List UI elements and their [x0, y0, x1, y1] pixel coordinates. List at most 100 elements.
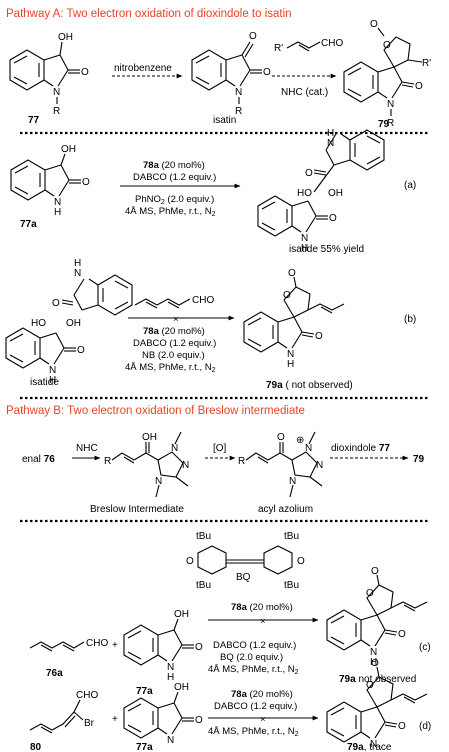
label-76a: 76a — [46, 668, 63, 679]
svg-text:HO: HO — [31, 318, 46, 329]
svg-text:O: O — [288, 268, 296, 279]
nitrobenzene-label: nitrobenzene — [114, 63, 172, 74]
svg-text:N: N — [167, 662, 174, 673]
svg-text:PhNO2 (2.0 equiv.): PhNO2 (2.0 equiv.) — [135, 194, 214, 206]
svg-text:O: O — [81, 67, 89, 78]
conditions-c: 78a (20 mol%) DABCO (1.2 equiv.) BQ (2.0… — [208, 602, 299, 676]
enal-76-label: enal 76 — [22, 454, 55, 465]
svg-text:O: O — [398, 629, 406, 640]
svg-text:O: O — [305, 168, 313, 179]
label-77a-c: 77a — [136, 686, 153, 697]
dioxindole-77-label: dioxindole 77 — [331, 443, 390, 454]
svg-text:O: O — [371, 566, 379, 577]
svg-text:O: O — [315, 331, 323, 342]
svg-text:O: O — [297, 556, 305, 567]
svg-text:O: O — [370, 19, 378, 30]
svg-text:DABCO (1.2 equiv.): DABCO (1.2 equiv.) — [213, 640, 296, 651]
svg-text:OH: OH — [66, 318, 81, 329]
svg-text:N: N — [316, 460, 323, 471]
acyl-azolium-label: acyl azolium — [258, 504, 313, 515]
svg-text:O: O — [366, 588, 374, 599]
compound-isatin: O O N R — [191, 31, 271, 117]
svg-text:NB (2.0 equiv.): NB (2.0 equiv.) — [142, 350, 205, 361]
svg-text:tBu: tBu — [196, 531, 211, 542]
conditions-a: 78a (20 mol%) DABCO (1.2 equiv.) PhNO2 (… — [125, 160, 216, 218]
svg-text:4Å MS, PhMe, r.t., N2: 4Å MS, PhMe, r.t., N2 — [208, 726, 299, 738]
tag-d: (d) — [419, 721, 431, 732]
compound-77a-d: OH O N — [123, 682, 203, 746]
svg-text:tBu: tBu — [284, 531, 299, 542]
svg-text:4Å MS, PhMe, r.t., N2: 4Å MS, PhMe, r.t., N2 — [208, 664, 299, 676]
svg-text:R: R — [104, 456, 111, 467]
pathway-b-heading: Pathway B: Two electron oxidation of Bre… — [6, 405, 305, 417]
svg-text:CHO: CHO — [76, 690, 98, 701]
svg-text:HO: HO — [297, 188, 312, 199]
svg-text:CHO: CHO — [192, 295, 214, 306]
svg-text:R': R' — [274, 43, 283, 54]
svg-text:OH: OH — [174, 609, 189, 620]
svg-text:R: R — [53, 106, 60, 117]
svg-text:⊕: ⊕ — [296, 435, 304, 446]
tag-a: (a) — [404, 180, 416, 191]
svg-text:N: N — [370, 647, 377, 658]
svg-text:BQ (2.0 equiv.): BQ (2.0 equiv.) — [220, 652, 283, 663]
label-77: 77 — [28, 115, 40, 126]
svg-text:O: O — [249, 31, 257, 42]
plus-c: + — [112, 640, 118, 651]
tag-c: (c) — [419, 642, 431, 653]
svg-text:N: N — [155, 476, 162, 487]
svg-text:O: O — [283, 290, 291, 301]
svg-text:DABCO (1.2 equiv.): DABCO (1.2 equiv.) — [214, 701, 297, 712]
svg-text:O: O — [366, 680, 374, 691]
svg-text:tBu: tBu — [284, 580, 299, 591]
svg-text:O: O — [263, 67, 271, 78]
label-79-pb: 79 — [413, 454, 425, 465]
svg-text:N: N — [387, 99, 394, 110]
svg-text:H: H — [54, 207, 61, 218]
svg-text:H: H — [49, 375, 56, 386]
compound-isatide-b: N H O HO OH O N H — [5, 258, 133, 386]
plus-d: + — [112, 714, 118, 725]
svg-text:N: N — [53, 87, 60, 98]
enal-r-prime: R' CHO — [274, 38, 343, 54]
label-79a-b: 79a ( not observed) — [266, 380, 353, 391]
svg-text:O: O — [52, 298, 60, 309]
compound-77: OH O N R — [9, 32, 89, 117]
svg-text:O: O — [329, 213, 337, 224]
svg-text:O: O — [383, 40, 391, 51]
svg-text:BQ: BQ — [236, 572, 251, 583]
svg-text:OH: OH — [142, 432, 157, 443]
svg-text:O: O — [82, 177, 90, 188]
breslow-label: Breslow Intermediate — [90, 504, 184, 515]
compound-isatide-a: N H O HO OH O N H — [257, 128, 385, 254]
svg-text:N: N — [370, 739, 377, 750]
cross-mark-d: × — [260, 714, 266, 725]
svg-text:H: H — [327, 128, 334, 139]
label-79a-c: 79a not observed — [339, 674, 416, 685]
svg-text:N: N — [289, 476, 296, 487]
svg-text:H: H — [167, 672, 174, 683]
svg-text:DABCO (1.2 equiv.): DABCO (1.2 equiv.) — [133, 338, 216, 349]
label-isatide-yield: isatide 55% yield — [289, 244, 364, 255]
svg-text:H: H — [287, 359, 294, 370]
svg-text:DABCO (1.2 equiv.): DABCO (1.2 equiv.) — [133, 172, 216, 183]
compound-77a-a: OH O N H — [10, 144, 90, 218]
svg-text:tBu: tBu — [196, 580, 211, 591]
cross-mark-c: × — [260, 616, 266, 627]
svg-text:N: N — [305, 443, 312, 454]
svg-text:OH: OH — [174, 682, 189, 693]
svg-text:N: N — [327, 138, 334, 149]
label-80: 80 — [30, 742, 42, 752]
svg-text:78a (20 mol%): 78a (20 mol%) — [231, 689, 293, 700]
acyl-azolium: R O N ⊕ N N — [238, 431, 323, 498]
svg-text:H: H — [370, 657, 377, 668]
conditions-b: 78a (20 mol%) DABCO (1.2 equiv.) NB (2.0… — [125, 326, 216, 374]
compound-79a-d: O O O N — [326, 658, 428, 750]
svg-text:OH: OH — [328, 188, 343, 199]
breslow-intermediate: R OH N N N — [104, 431, 189, 498]
svg-text:R: R — [238, 456, 245, 467]
svg-text:CHO: CHO — [86, 638, 108, 649]
label-isatide-b: isatide — [30, 377, 59, 388]
svg-text:N: N — [49, 365, 56, 376]
svg-text:O: O — [398, 721, 406, 732]
